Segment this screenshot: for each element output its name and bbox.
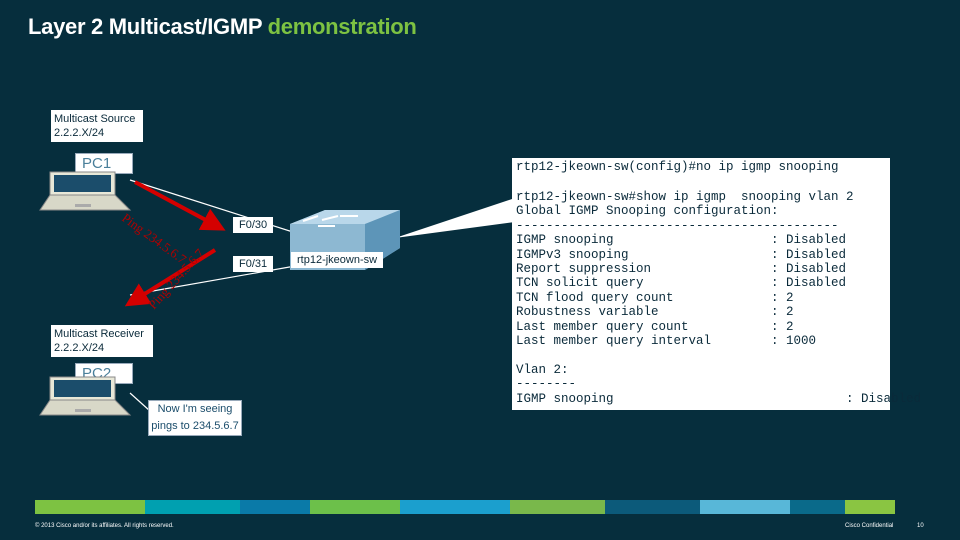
- slide-title: Layer 2 Multicast/IGMP demonstration: [28, 14, 417, 39]
- footer-bar-1: [35, 500, 145, 514]
- cli-callout-pointer: [395, 198, 515, 238]
- receiver-note: Now I'm seeing pings to 234.5.6.7: [148, 400, 242, 436]
- footer-bar-5: [400, 500, 510, 514]
- footer-bar-4: [310, 500, 400, 514]
- port-label-f0-31: F0/31: [233, 256, 274, 272]
- multicast-source-label: Multicast Source 2.2.2.X/24: [51, 110, 143, 142]
- pc1-laptop-icon: [39, 171, 132, 211]
- footer-bar-2: [145, 500, 240, 514]
- footer-confidential: Cisco Confidential: [845, 523, 894, 529]
- footer-bar-8: [700, 500, 790, 514]
- link-pc2-switch: [129, 261, 319, 296]
- switch-label: rtp12-jkeown-sw: [291, 252, 384, 268]
- ping-arrow-bottom: [124, 248, 217, 307]
- port-label-f0-30: F0/30: [233, 217, 274, 233]
- ping-arrow-top: [134, 180, 226, 231]
- cli-command: rtp12-jkeown-sw(config)#no ip igmp snoop…: [512, 158, 890, 190]
- footer-bar-10: [845, 500, 895, 514]
- footer-bar-3: [240, 500, 310, 514]
- footer-bar-9: [790, 500, 845, 514]
- footer-bar-6: [510, 500, 605, 514]
- cli-output: rtp12-jkeown-sw#show ip igmp snooping vl…: [512, 188, 921, 410]
- footer-bar-7: [605, 500, 700, 514]
- pc2-laptop-icon: [39, 376, 132, 416]
- footer-page-number: 10: [917, 523, 924, 529]
- multicast-receiver-label: Multicast Receiver 2.2.2.X/24: [51, 325, 153, 357]
- footer-copyright: © 2013 Cisco and/or its affiliates. All …: [35, 523, 174, 529]
